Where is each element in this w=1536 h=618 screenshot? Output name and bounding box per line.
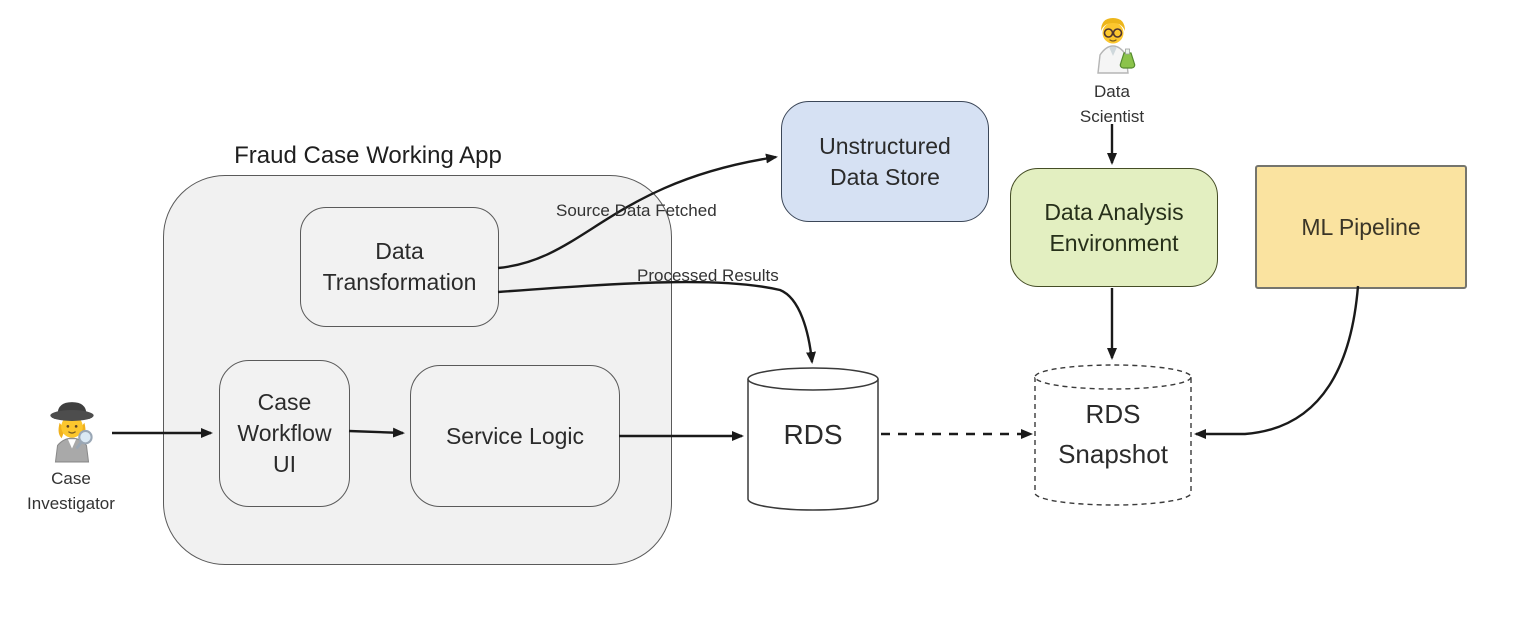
node-label-line: Transformation	[322, 269, 477, 295]
node-label-line: ML Pipeline	[1301, 213, 1421, 240]
node-label-line: Environment	[1049, 229, 1179, 256]
node-label-line: RDS	[1085, 399, 1141, 429]
node-ml-pipeline: ML Pipeline	[1255, 165, 1467, 289]
actor-label-line: Investigator	[27, 494, 115, 513]
node-label-line: Data Store	[830, 163, 940, 190]
actor-label-line: Case	[51, 469, 91, 488]
edge-label-processed-results: Processed Results	[637, 266, 779, 285]
woman-detective-icon	[50, 402, 94, 463]
man-scientist-icon	[1097, 18, 1136, 74]
actor-label-line: Scientist	[1079, 107, 1145, 126]
node-label-line: Data	[375, 238, 424, 264]
node-label-line: Data Analysis	[1044, 198, 1184, 225]
arrow-mlpipeline-to-snapshot	[1194, 285, 1360, 439]
edge-label-source-data-fetched: Source Data Fetched	[556, 201, 717, 220]
label-data-scientist: Data Scientist	[1047, 79, 1177, 129]
node-service-logic: Service Logic	[410, 365, 620, 507]
node-unstructured-data-store: Unstructured Data Store	[781, 101, 989, 222]
node-label-line: Workflow	[237, 420, 332, 446]
fraud-app-title: Fraud Case Working App	[234, 142, 502, 169]
node-label-line: Service Logic	[445, 422, 585, 449]
node-data-transformation: Data Transformation	[300, 207, 499, 327]
node-label-line: UI	[273, 451, 296, 477]
node-case-workflow-ui: Case Workflow UI	[219, 360, 350, 507]
actor-label-line: Data	[1094, 82, 1130, 101]
label-case-investigator: Case Investigator	[1, 466, 141, 516]
node-rds-snapshot: RDS Snapshot	[1043, 394, 1183, 474]
node-rds: RDS	[783, 419, 843, 450]
node-data-analysis-environment: Data Analysis Environment	[1010, 168, 1218, 287]
node-label-line: Snapshot	[1058, 439, 1168, 469]
node-label-line: Unstructured	[819, 132, 951, 159]
node-label-line: Case	[257, 389, 312, 415]
